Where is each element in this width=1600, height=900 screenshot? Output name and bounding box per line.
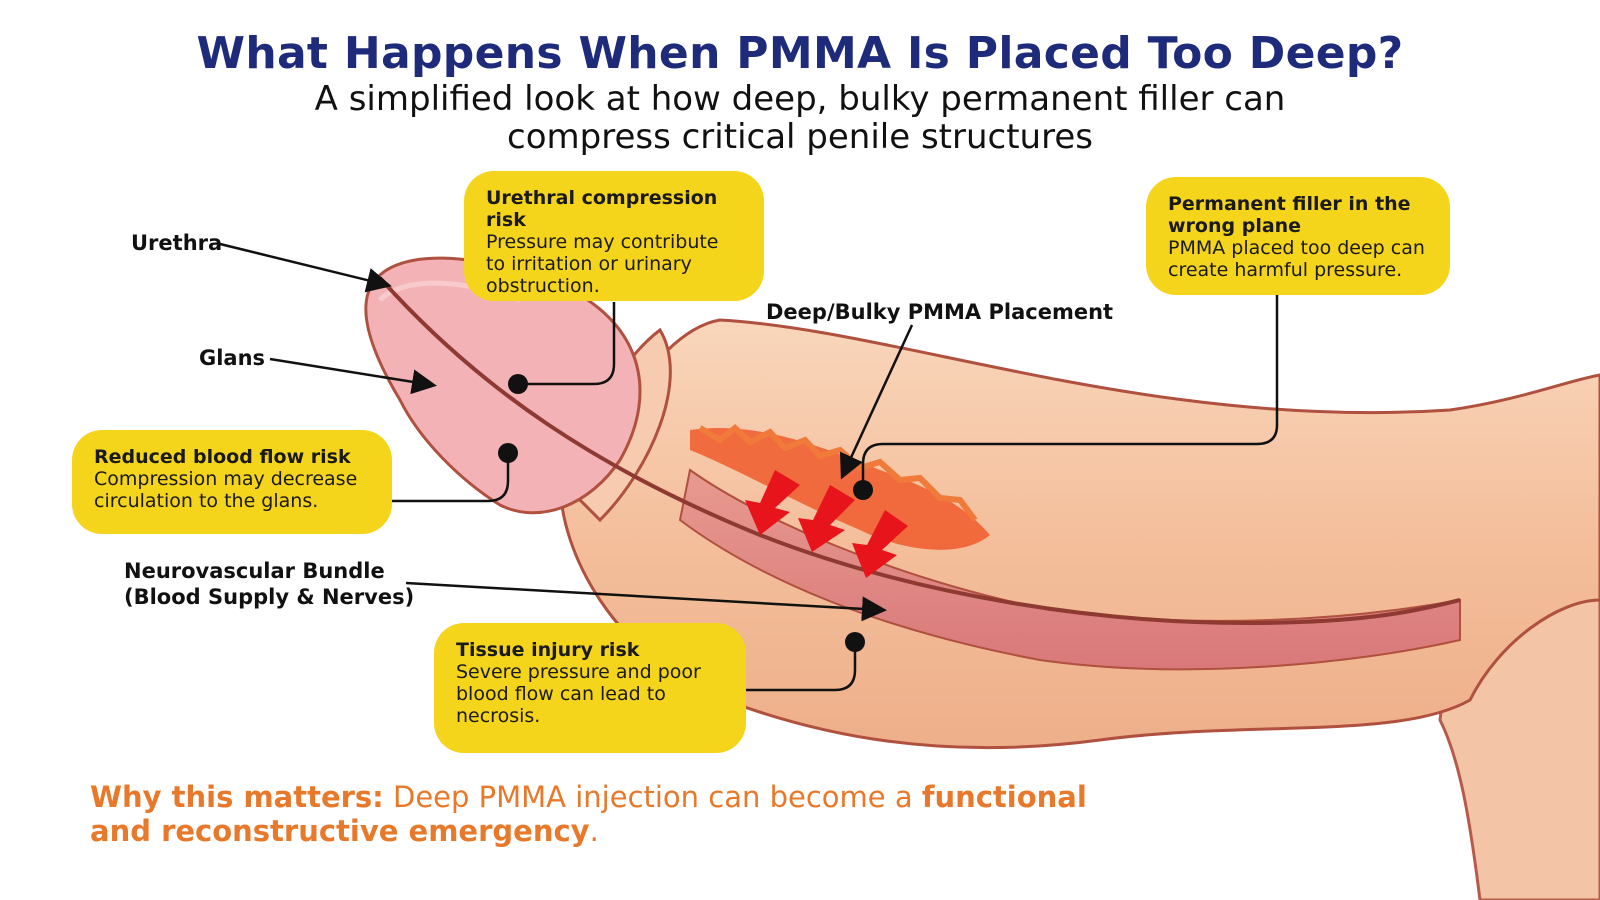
callout-body: Pressure may contribute to irritation or… <box>486 231 719 297</box>
callout-title: Permanent filler in the wrong plane <box>1168 193 1411 237</box>
blood-flow-callout: Reduced blood flow risk Compression may … <box>72 430 392 534</box>
callout-body: Compression may decrease circulation to … <box>94 468 358 512</box>
urethra-line <box>378 276 1461 626</box>
pressure-arrows <box>745 470 908 578</box>
callout-title: Reduced blood flow risk <box>94 446 351 468</box>
page-title: What Happens When PMMA Is Placed Too Dee… <box>196 28 1404 79</box>
urethra-label: Urethra <box>131 231 223 255</box>
neurovascular-label-line2: (Blood Supply & Nerves) <box>124 585 415 609</box>
footer-text: Deep PMMA injection can become a <box>383 780 922 814</box>
callout-title: Urethral compression risk <box>486 187 718 231</box>
page-subtitle: A simplified look at how deep, bulky per… <box>314 79 1286 157</box>
why-this-matters-footer: Why this matters: Deep PMMA injection ca… <box>90 780 1090 848</box>
footer-lead: Why this matters: <box>90 780 384 814</box>
wrong-plane-callout: Permanent filler in the wrong plane PMMA… <box>1146 177 1450 295</box>
corpus-spongiosum <box>678 468 1461 671</box>
footer-emphasis: functional and reconstructive emergency <box>90 780 1087 848</box>
neurovascular-label: Neurovascular Bundle (Blood Supply & Ner… <box>124 558 414 610</box>
glans-label: Glans <box>199 346 266 370</box>
callout-title: Tissue injury risk <box>456 639 640 661</box>
urethral-compression-callout: Urethral compression risk Pressure may c… <box>464 171 764 301</box>
callout-body: PMMA placed too deep can create harmful … <box>1168 237 1425 281</box>
pmma-placement-label: Deep/Bulky PMMA Placement <box>766 300 1114 324</box>
leader-lines <box>219 242 1279 692</box>
callout-body: Severe pressure and poor blood flow can … <box>456 661 701 727</box>
tissue-injury-callout: Tissue injury risk Severe pressure and p… <box>434 623 746 753</box>
footer-end: . <box>589 814 599 848</box>
pmma-deposit <box>690 428 990 550</box>
neurovascular-label-line1: Neurovascular Bundle <box>124 559 385 583</box>
leader-dots <box>498 374 873 652</box>
